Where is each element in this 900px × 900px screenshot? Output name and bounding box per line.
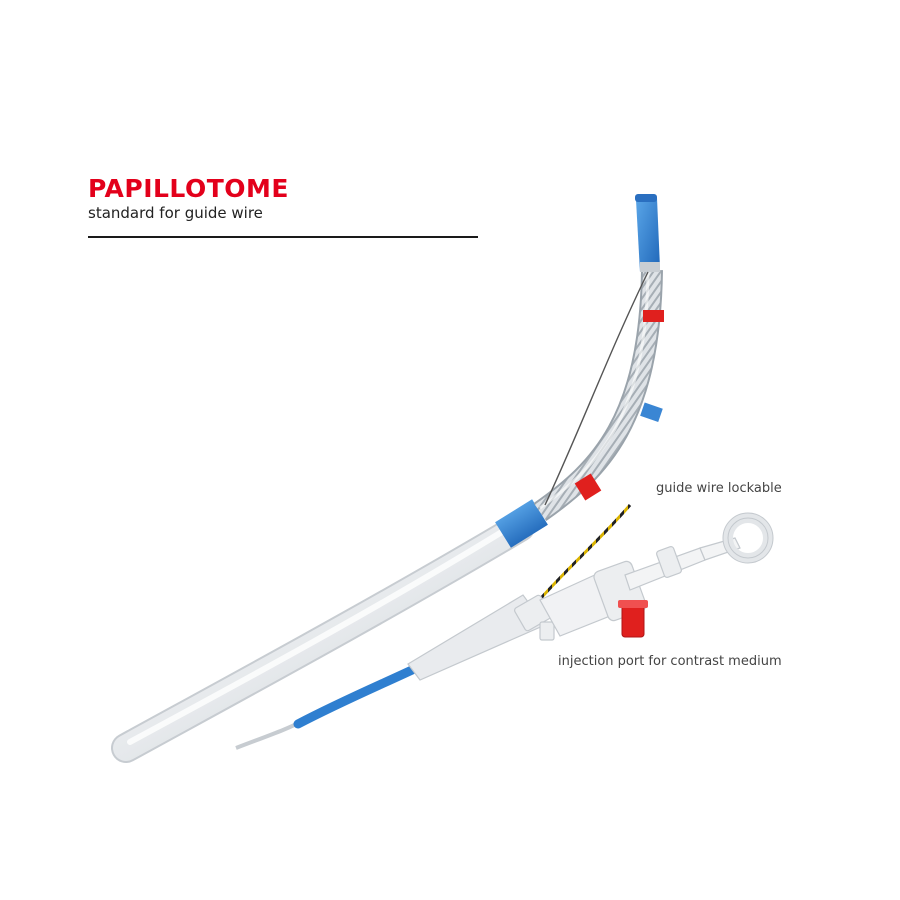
coil-section [533, 269, 663, 522]
red-marker-band-upper [643, 310, 664, 322]
thumb-ring [722, 512, 774, 564]
shaft-blue-marker [495, 499, 548, 548]
injection-port [618, 600, 648, 638]
catheter-blue-tip [635, 194, 660, 272]
guide-wire-callout: guide wire lockable [656, 481, 782, 496]
red-marker-band-lower [574, 473, 602, 501]
catheter-shaft [111, 512, 535, 763]
guide-wire [532, 504, 632, 607]
cutting-wire [544, 271, 649, 506]
injection-port-callout: injection port for contrast medium [558, 654, 782, 669]
handle-catheter [235, 665, 417, 750]
product-title: PAPILLOTOME [88, 174, 289, 203]
blue-marker-band-middle [640, 402, 663, 422]
product-subtitle: standard for guide wire [88, 204, 263, 222]
header-divider [88, 236, 478, 238]
